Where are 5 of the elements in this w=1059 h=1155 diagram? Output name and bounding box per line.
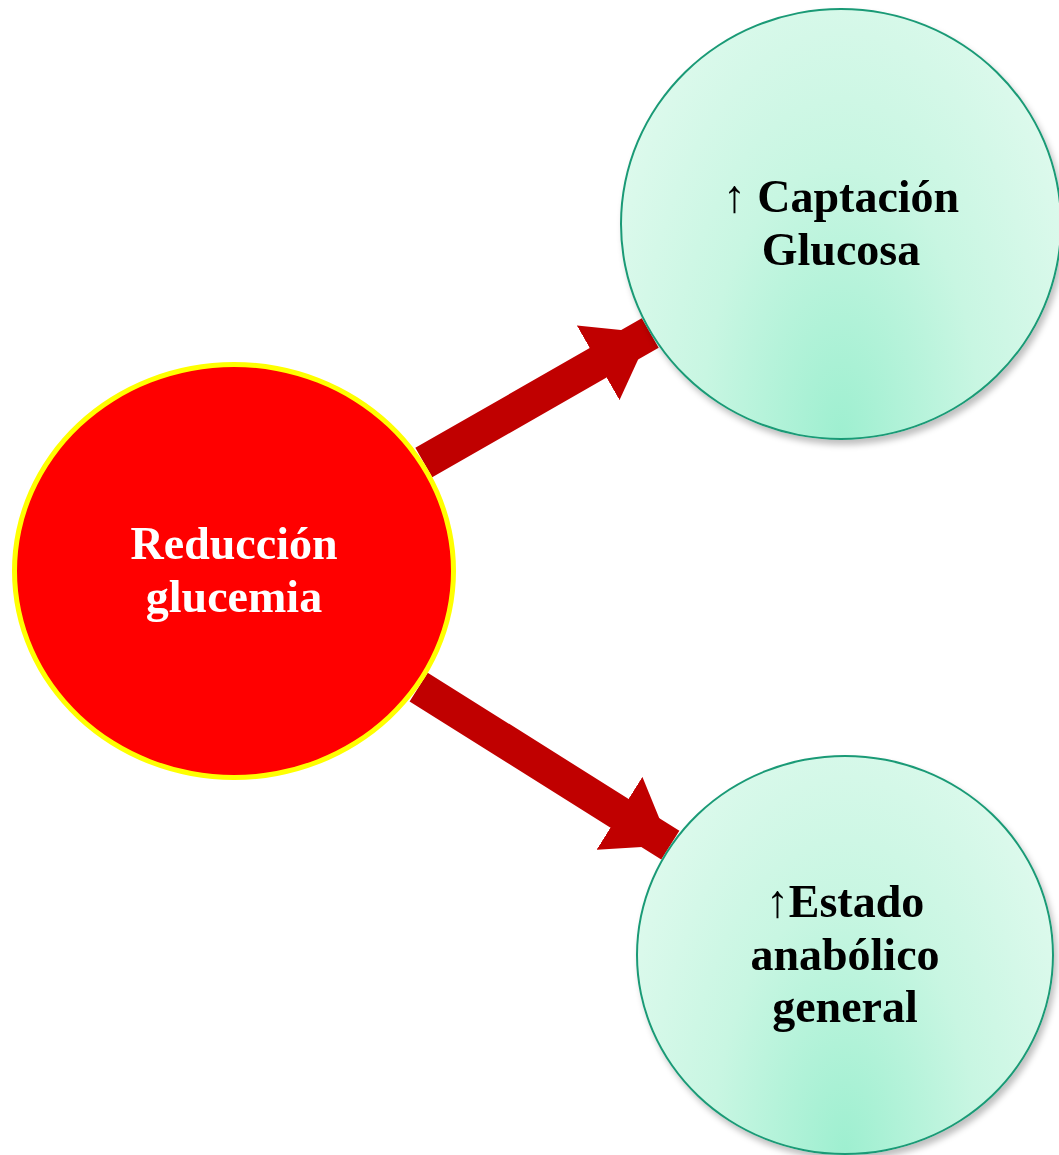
- block-arrow: [409, 672, 680, 860]
- block-arrow: [415, 318, 659, 478]
- node-label: ↑ Captación Glucosa: [721, 171, 961, 277]
- node-label: ↑Estado anabólico general: [749, 875, 941, 1035]
- node-label: Reducción glucemia: [129, 518, 339, 624]
